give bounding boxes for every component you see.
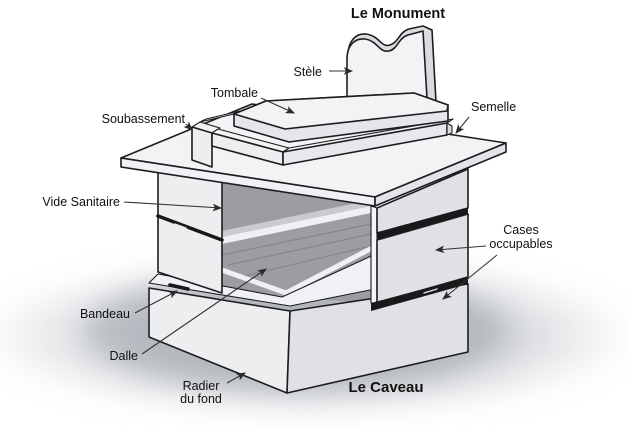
soubassement-post-face	[191, 126, 213, 168]
monument	[191, 25, 454, 168]
label-vide-sanitaire: Vide Sanitaire	[42, 195, 120, 209]
label-tombale: Tombale	[211, 86, 258, 100]
left-wall-seam-dash	[174, 223, 187, 229]
vault-right-tiers	[370, 168, 469, 311]
cutaway-edge-sliver	[370, 205, 378, 304]
tombale-top-face	[233, 92, 449, 130]
interior-slab-top	[222, 200, 371, 237]
title-le-caveau: Le Caveau	[348, 379, 423, 396]
interior-slab-edge	[222, 206, 371, 244]
label-radier-line2: du fond	[180, 392, 222, 406]
arrow-cases-2	[442, 254, 498, 300]
label-dalle: Dalle	[110, 349, 139, 363]
leader-arrows	[123, 67, 498, 384]
tier-seam-1	[377, 208, 468, 240]
arrow-radier	[226, 372, 246, 384]
floor-stripe-2	[227, 233, 372, 266]
vault-bottom-tier	[148, 283, 469, 394]
arrow-cases-1	[434, 245, 487, 254]
label-soubassement: Soubassement	[102, 112, 186, 126]
label-radier-line1: Radier	[183, 379, 220, 393]
label-stele: Stèle	[294, 65, 323, 79]
label-semelle: Semelle	[471, 100, 516, 114]
bandeau-seam-tick	[168, 283, 190, 291]
label-bandeau: Bandeau	[80, 307, 130, 321]
left-wall-seam	[156, 214, 224, 242]
label-cases-line2: occupables	[489, 237, 552, 251]
arrow-vide-sanitaire	[123, 201, 223, 212]
left-wall-fragment	[156, 167, 224, 294]
arrow-tombale	[260, 97, 296, 114]
dalle-front-rim	[221, 245, 374, 296]
seam2-dash	[423, 288, 438, 294]
soubassement-rail-end-cap	[446, 122, 453, 136]
seam1-dash	[407, 218, 422, 224]
label-cases-line1: Cases	[503, 223, 538, 237]
arrow-semelle	[455, 116, 470, 134]
left-wall-face	[157, 167, 223, 294]
semelle-right-edge	[374, 142, 507, 207]
arrow-soubassement	[183, 121, 193, 131]
arrow-bandeau	[134, 290, 178, 314]
tier-seam-2	[371, 277, 468, 311]
floor-stripe-1	[221, 223, 372, 256]
arrow-dalle	[141, 268, 267, 355]
title-le-monument: Le Monument	[351, 6, 445, 22]
diagram-labels: Le Monument Stèle Tombale Soubassement S…	[42, 6, 552, 406]
